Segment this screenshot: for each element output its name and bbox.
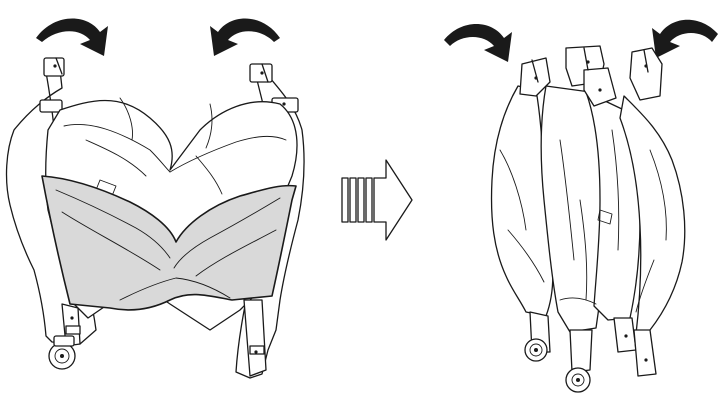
wheel-icon-right-1 bbox=[525, 339, 547, 361]
curved-arrow-icon-left-top-2 bbox=[210, 18, 280, 56]
curved-arrow-icon-right-top-2 bbox=[652, 20, 718, 58]
block-arrow-icon bbox=[342, 160, 412, 240]
hinge-cap-folded-4 bbox=[630, 48, 662, 100]
hinge-cap-left-2 bbox=[40, 100, 62, 112]
folded-playard bbox=[444, 20, 718, 392]
curved-arrow-icon-left-top-1 bbox=[36, 18, 108, 56]
leg-folded-2 bbox=[570, 330, 592, 372]
leg-folded-4 bbox=[634, 330, 656, 376]
unfolded-playard bbox=[7, 18, 305, 378]
wheel-icon-right-2 bbox=[566, 368, 590, 392]
curved-arrow-icon-right-top-1 bbox=[444, 24, 512, 62]
